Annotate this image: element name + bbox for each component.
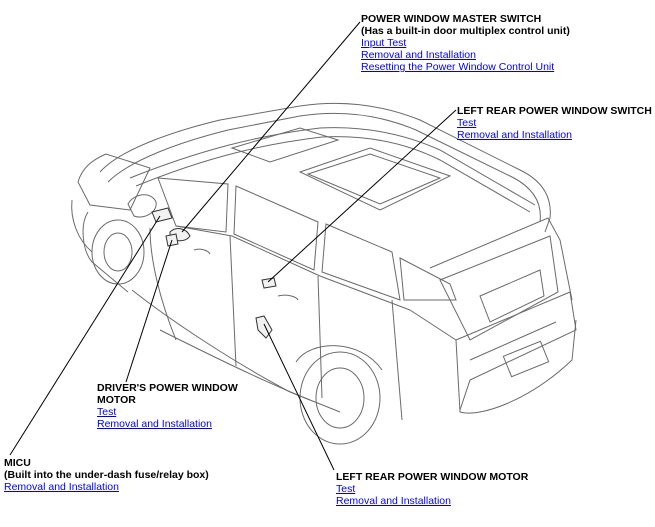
driver-motor-test-link[interactable]: Test bbox=[97, 406, 117, 418]
micu-unit bbox=[151, 207, 173, 223]
left-rear-motor-test-link[interactable]: Test bbox=[336, 483, 356, 495]
left-rear-switch-title: LEFT REAR POWER WINDOW SWITCH bbox=[457, 105, 652, 117]
master-switch-input-test-link[interactable]: Input Test bbox=[361, 37, 407, 49]
driver-motor-removal-link[interactable]: Removal and Installation bbox=[97, 418, 212, 430]
suv-body-illustration bbox=[72, 103, 576, 444]
callout-left-rear-switch: LEFT REAR POWER WINDOW SWITCH Test Remov… bbox=[457, 105, 652, 141]
callout-driver-motor: DRIVER'S POWER WINDOW MOTOR Test Removal… bbox=[97, 382, 238, 430]
leader-left-rear-motor bbox=[263, 323, 335, 471]
leader-driver-motor bbox=[125, 239, 173, 383]
callout-master-switch: POWER WINDOW MASTER SWITCH (Has a built-… bbox=[361, 13, 570, 73]
leader-micu bbox=[9, 215, 161, 456]
driver-motor-title-line2: MOTOR bbox=[97, 394, 136, 406]
left-rear-switch-test-link[interactable]: Test bbox=[457, 117, 477, 129]
master-switch-subtitle: (Has a built-in door multiplex control u… bbox=[361, 25, 570, 37]
leader-master-switch bbox=[181, 21, 361, 233]
micu-title: MICU bbox=[4, 457, 31, 469]
left-rear-motor-removal-link[interactable]: Removal and Installation bbox=[336, 495, 451, 507]
micu-subtitle: (Built into the under-dash fuse/relay bo… bbox=[4, 469, 209, 481]
leader-lines bbox=[9, 21, 457, 471]
left-rear-switch-unit bbox=[261, 277, 277, 289]
driver-motor-title-line1: DRIVER'S POWER WINDOW bbox=[97, 382, 238, 394]
master-switch-title: POWER WINDOW MASTER SWITCH bbox=[361, 13, 542, 25]
micu-removal-link[interactable]: Removal and Installation bbox=[4, 481, 119, 493]
left-rear-switch-removal-link[interactable]: Removal and Installation bbox=[457, 129, 572, 141]
left-rear-motor-title: LEFT REAR POWER WINDOW MOTOR bbox=[336, 471, 529, 483]
leader-left-rear-switch bbox=[267, 109, 457, 283]
callout-micu: MICU (Built into the under-dash fuse/rel… bbox=[4, 457, 209, 493]
master-switch-removal-link[interactable]: Removal and Installation bbox=[361, 49, 476, 61]
master-switch-reset-link[interactable]: Resetting the Power Window Control Unit bbox=[361, 61, 555, 73]
callout-left-rear-motor: LEFT REAR POWER WINDOW MOTOR Test Remova… bbox=[336, 471, 528, 507]
